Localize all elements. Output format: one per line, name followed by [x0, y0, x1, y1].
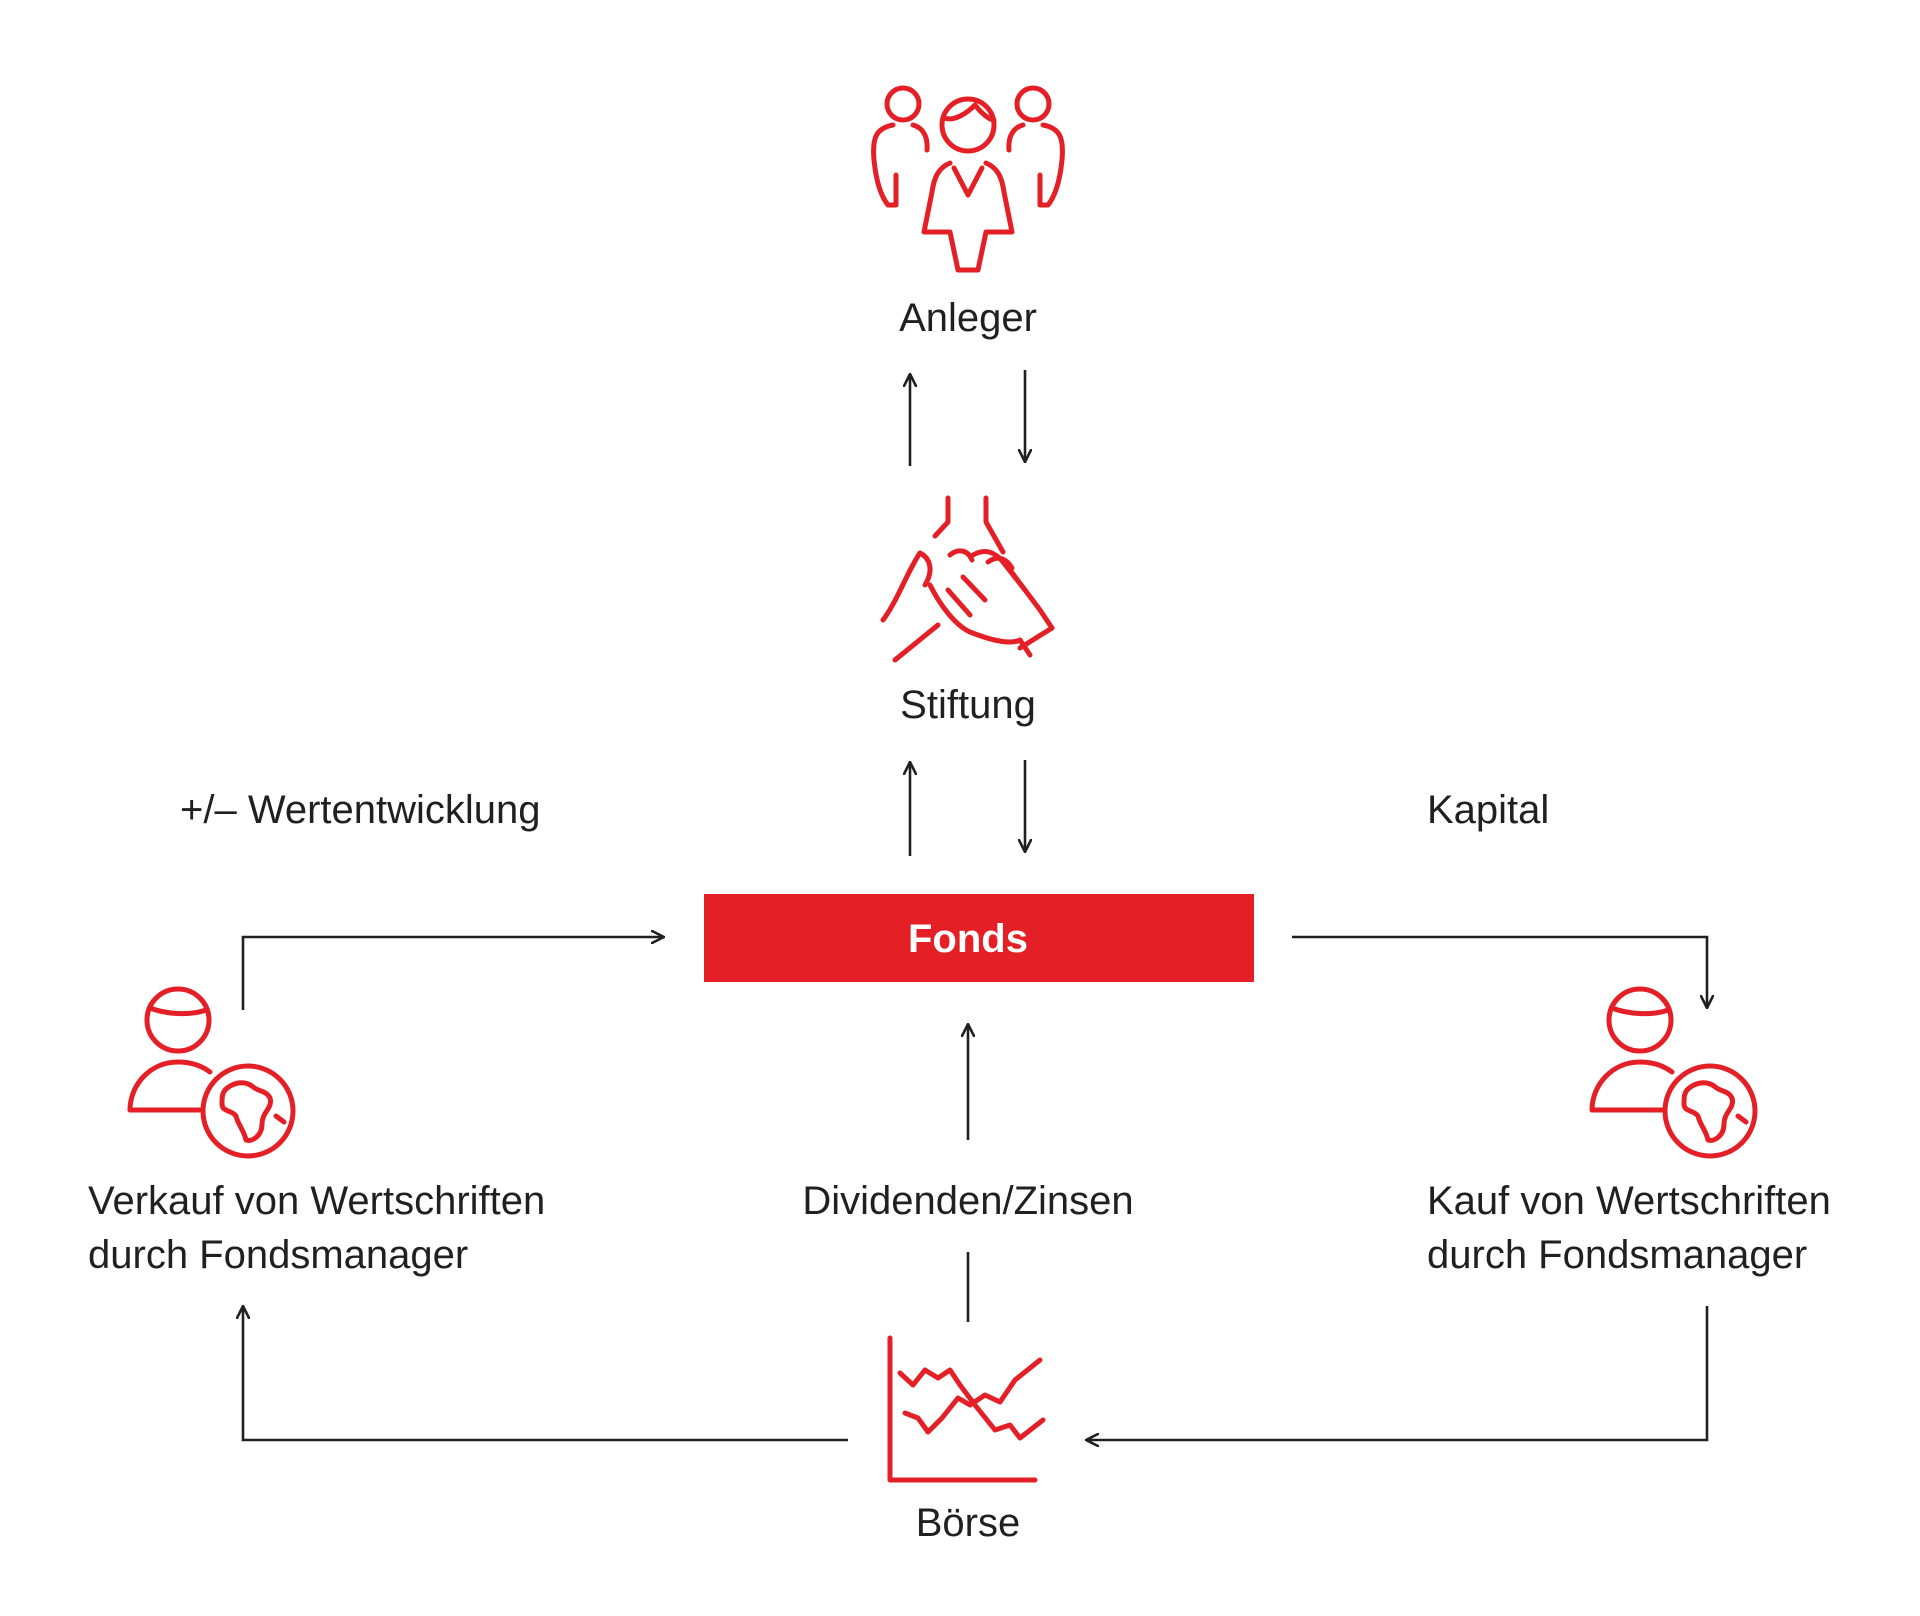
fund-manager-globe-icon: [127, 986, 296, 1159]
stiftung-label: Stiftung: [900, 683, 1036, 727]
verkauf-label-line1: Verkauf von Wertschriften: [88, 1179, 545, 1223]
kauf-label-line1: Kauf von Wertschriften: [1427, 1179, 1831, 1223]
kauf-label-line2: durch Fondsmanager: [1427, 1233, 1807, 1277]
fonds-box: [704, 894, 1254, 982]
kapital-label: Kapital: [1427, 788, 1549, 832]
dividenden-label: Dividenden/Zinsen: [802, 1179, 1133, 1223]
fund-manager-globe-icon: [1589, 986, 1758, 1159]
stock-chart-icon: [887, 1335, 1046, 1483]
arrow-boerse-to-verkauf: [243, 1306, 848, 1442]
arrow-kauf-to-boerse: [1086, 1306, 1709, 1440]
boerse-label: Börse: [916, 1501, 1021, 1545]
anleger-label: Anleger: [899, 296, 1037, 340]
people-group-icon: [871, 85, 1065, 273]
wertentwicklung-label: +/– Wertentwicklung: [180, 788, 541, 832]
fonds-label: Fonds: [908, 917, 1028, 961]
arrow-verkauf-to-fonds: [241, 937, 664, 1010]
arrow-fonds-to-kauf: [1292, 935, 1707, 1008]
handshake-icon: [880, 495, 1055, 663]
verkauf-label-line2: durch Fondsmanager: [88, 1233, 468, 1277]
